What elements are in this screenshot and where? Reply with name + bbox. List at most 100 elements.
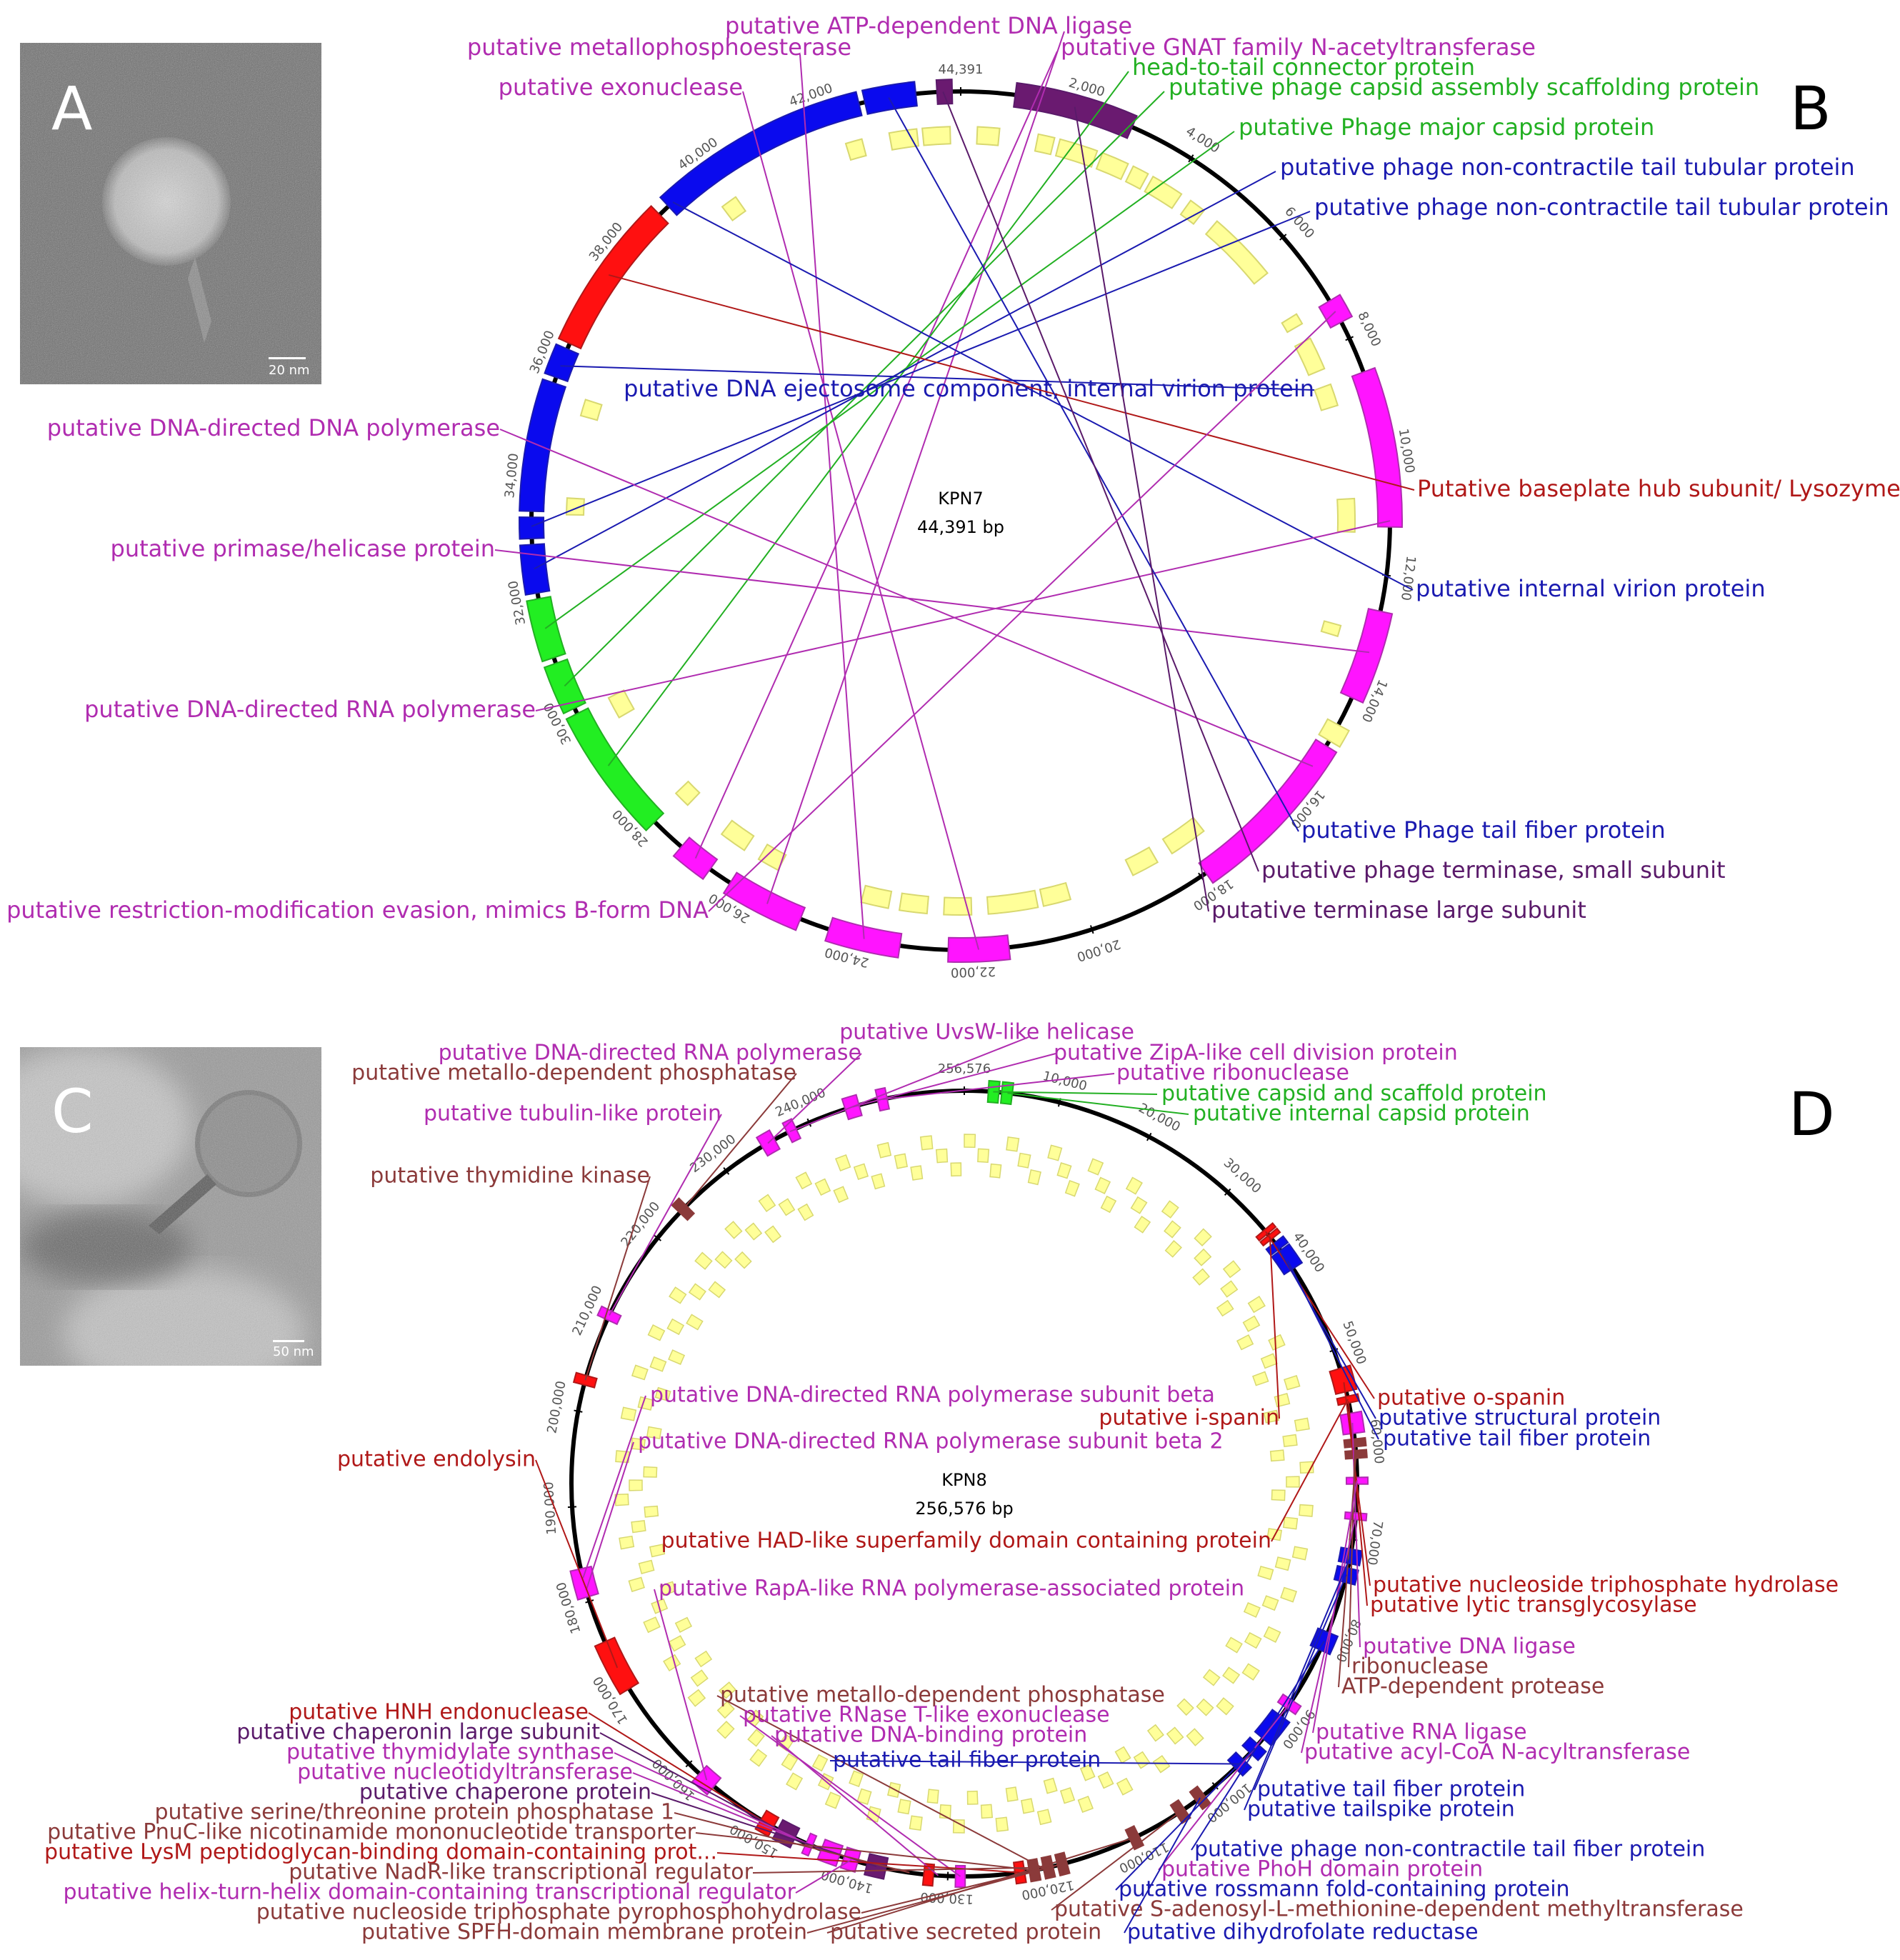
scale-tick <box>1345 336 1354 341</box>
orf-arrow <box>977 1148 990 1164</box>
orf-arrow <box>1225 1636 1243 1654</box>
gene-label: putative DNA ejectosome component, inter… <box>624 375 1314 402</box>
leader-line <box>672 201 1414 591</box>
orf-arrow <box>1130 1196 1148 1214</box>
scale-bar-label: 50 nm <box>273 1344 314 1359</box>
leader-line <box>708 311 1336 912</box>
gene-label: putative nucleoside triphosphate pyropho… <box>256 1900 861 1925</box>
gene-label: putative structural protein <box>1379 1406 1661 1431</box>
orf-arrow <box>1161 1200 1179 1219</box>
leader-line <box>608 274 1415 491</box>
orf-arrow <box>1247 1295 1266 1314</box>
orf-arrow <box>758 1194 776 1212</box>
gene-arc <box>1344 1449 1368 1460</box>
gene-label: putative DNA ligase <box>1363 1634 1576 1659</box>
orf-arrow <box>1320 620 1342 638</box>
orf-arrow <box>1094 1176 1111 1194</box>
leader-line <box>1301 1515 1357 1754</box>
scale-tick <box>1224 1188 1231 1196</box>
micrograph-c-image <box>20 1047 321 1366</box>
gene-label: putative LysM peptidoglycan-binding doma… <box>44 1840 717 1865</box>
gene-label: putative HAD-like superfamily domain con… <box>661 1529 1271 1554</box>
orf-arrow <box>986 889 1039 915</box>
orf-arrow <box>643 1616 661 1634</box>
orf-arrow <box>674 1616 693 1634</box>
gene-label: putative thymidine kinase <box>370 1164 650 1189</box>
orf-arrow <box>1268 1334 1286 1351</box>
scale-bar-label: 20 nm <box>269 363 310 378</box>
orf-arrow <box>1242 1315 1261 1332</box>
orf-arrow <box>1220 1280 1239 1298</box>
orf-arrow <box>1260 1353 1278 1369</box>
scale-tick <box>585 1599 594 1604</box>
orf-arrow <box>1314 383 1339 411</box>
scale-tick <box>574 1409 583 1413</box>
orf-arrow <box>1027 1169 1042 1186</box>
scale-tick-label: 22,000 <box>951 964 996 980</box>
orf-arrow <box>797 1203 814 1221</box>
leader-line <box>695 1832 1034 1871</box>
orf-arrow <box>1161 816 1205 855</box>
gene-label: Putative baseplate hub subunit/ Lysozyme <box>1417 475 1900 502</box>
orf-arrow <box>669 1286 687 1304</box>
panel-letter-a: A <box>51 74 93 144</box>
orf-arrow <box>614 1494 629 1506</box>
gene-label: putative serine/threonine protein phosph… <box>154 1800 674 1825</box>
gene-label: putative metallo-dependent phosphatase <box>720 1683 1165 1708</box>
orf-arrow <box>1036 1809 1052 1826</box>
orf-arrow <box>1236 1334 1254 1351</box>
orf-arrow <box>1271 1489 1286 1501</box>
leader-line <box>806 1862 1064 1934</box>
orf-arrow <box>690 1669 709 1687</box>
orf-arrow <box>1064 1180 1080 1197</box>
orf-arrow <box>654 1386 671 1402</box>
gene-label: putative rossmann fold-containing protei… <box>1119 1877 1570 1902</box>
gene-arc <box>544 343 580 383</box>
orf-arrow <box>1059 1786 1076 1804</box>
leader-line <box>993 1091 1158 1095</box>
leader-line <box>826 1836 1135 1934</box>
orf-arrow <box>674 780 701 806</box>
gene-label: putative DNA-directed RNA polymerase sub… <box>650 1383 1215 1408</box>
orf-arrow <box>734 1251 752 1269</box>
leader-line <box>694 51 1058 859</box>
orf-arrow <box>894 1153 909 1169</box>
kpn7-title: KPN7 <box>938 489 983 509</box>
kpn7-gene-labels: putative ATP-dependent DNA ligaseputativ… <box>6 12 1900 950</box>
gene-arc <box>1351 366 1403 528</box>
panel-letter-b: B <box>1790 74 1831 144</box>
gene-label: putative NadR-like transcriptional regul… <box>289 1860 753 1885</box>
scale-tick-label: 34,000 <box>502 453 521 499</box>
leader-line <box>942 91 1259 872</box>
orf-arrow <box>976 126 1001 146</box>
orf-arrow <box>1095 151 1129 181</box>
orf-arrow <box>631 1520 646 1534</box>
gene-label: putative phage terminase, small subunit <box>1261 856 1726 884</box>
orf-arrow <box>1054 138 1099 168</box>
scale-tick-label: 44,391 <box>939 62 984 77</box>
gene-label: putative endolysin <box>337 1447 536 1472</box>
orf-arrow <box>1146 1724 1164 1742</box>
gene-arc <box>519 378 567 513</box>
leader-line <box>1338 1454 1357 1688</box>
leader-line <box>531 211 1311 527</box>
gene-arc <box>565 707 665 831</box>
orf-arrow <box>647 1324 666 1341</box>
orf-arrow <box>1269 1449 1285 1462</box>
orf-arrow <box>694 1251 713 1270</box>
gene-label: putative chaperone protein <box>359 1780 651 1805</box>
gene-arc <box>999 1081 1015 1106</box>
orf-arrow <box>744 1222 763 1241</box>
leader-line <box>584 1176 651 1381</box>
orf-arrow <box>619 1535 635 1550</box>
orf-arrow <box>995 1816 1009 1832</box>
orf-arrow <box>1243 1602 1261 1618</box>
gene-label: putative capsid and scaffold protein <box>1161 1081 1547 1106</box>
gene-arc <box>659 91 863 216</box>
leader-line <box>795 1859 852 1894</box>
orf-arrow <box>909 1815 923 1831</box>
scale-tick <box>1211 1781 1219 1790</box>
scale-tick <box>1146 1132 1152 1141</box>
leader-line <box>1115 1747 1256 1891</box>
gene-label: putative nucleotidyltransferase <box>297 1760 633 1785</box>
